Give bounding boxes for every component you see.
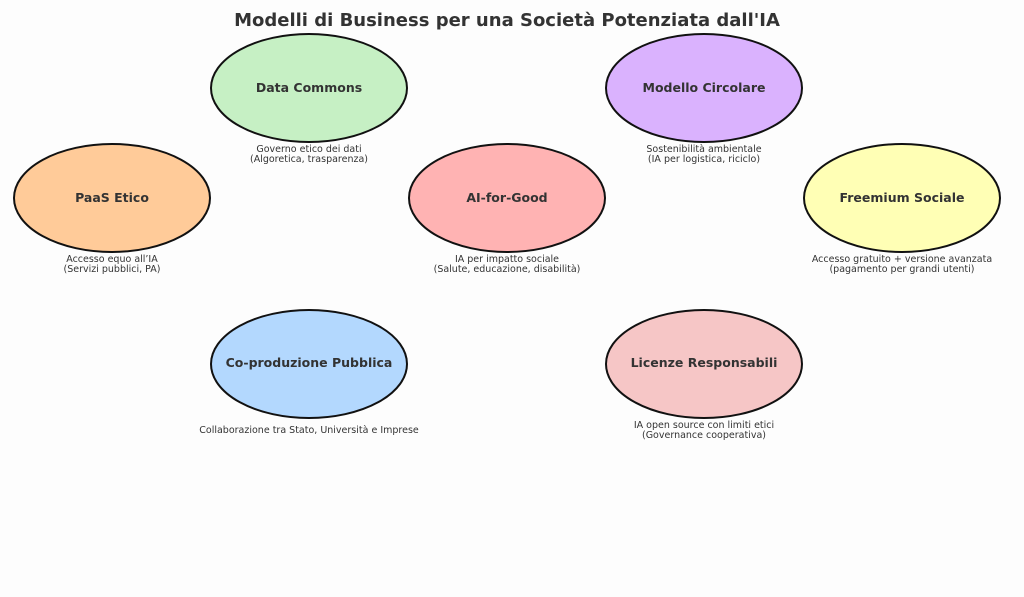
ai-for-good-label: AI-for-Good [466, 190, 547, 205]
node-modello-circolare: Modello Circolare Sostenibilità ambienta… [605, 33, 803, 165]
modello-circolare-label: Modello Circolare [643, 80, 766, 95]
licenze-responsabili-description-line1: IA open source con limiti etici [634, 420, 774, 431]
data-commons-description-line1: Governo etico dei dati [256, 144, 361, 155]
diagram-title: Modelli di Business per una Società Pote… [234, 10, 780, 31]
licenze-responsabili-description-line2: (Governance cooperativa) [642, 430, 766, 441]
licenze-responsabili-ellipse [605, 309, 803, 419]
licenze-responsabili-label: Licenze Responsabili [631, 355, 778, 370]
paas-etico-label: PaaS Etico [75, 190, 149, 205]
node-ai-for-good: AI-for-Good IA per impatto sociale (Salu… [408, 143, 606, 275]
modello-circolare-description-line2: (IA per logistica, riciclo) [648, 154, 760, 165]
data-commons-label: Data Commons [256, 80, 362, 95]
freemium-sociale-label: Freemium Sociale [840, 190, 965, 205]
data-commons-description-line2: (Algoretica, trasparenza) [250, 154, 368, 165]
freemium-sociale-description-line2: (pagamento per grandi utenti) [829, 264, 974, 275]
node-paas-etico: PaaS Etico Accesso equo all’IA (Servizi … [13, 143, 211, 275]
co-produzione-pubblica-description-line1: Collaborazione tra Stato, Università e I… [199, 425, 419, 436]
co-produzione-pubblica-ellipse [210, 309, 408, 419]
node-data-commons: Data Commons Governo etico dei dati (Alg… [210, 33, 408, 165]
data-commons-ellipse [210, 33, 408, 143]
paas-etico-description-line2: (Servizi pubblici, PA) [63, 264, 160, 275]
modello-circolare-ellipse [605, 33, 803, 143]
ai-for-good-ellipse [408, 143, 606, 253]
node-licenze-responsabili: Licenze Responsabili IA open source con … [605, 309, 803, 441]
freemium-sociale-ellipse [803, 143, 1001, 253]
modello-circolare-description-line1: Sostenibilità ambientale [646, 144, 761, 155]
co-produzione-pubblica-label: Co-produzione Pubblica [226, 355, 393, 370]
freemium-sociale-description-line1: Accesso gratuito + versione avanzata [812, 254, 992, 265]
paas-etico-ellipse [13, 143, 211, 253]
paas-etico-description-line1: Accesso equo all’IA [66, 254, 158, 265]
node-co-produzione-pubblica: Co-produzione Pubblica Collaborazione tr… [199, 309, 419, 436]
node-freemium-sociale: Freemium Sociale Accesso gratuito + vers… [803, 143, 1001, 275]
ai-for-good-description-line1: IA per impatto sociale [455, 254, 559, 265]
ai-for-good-description-line2: (Salute, educazione, disabilità) [434, 264, 581, 275]
